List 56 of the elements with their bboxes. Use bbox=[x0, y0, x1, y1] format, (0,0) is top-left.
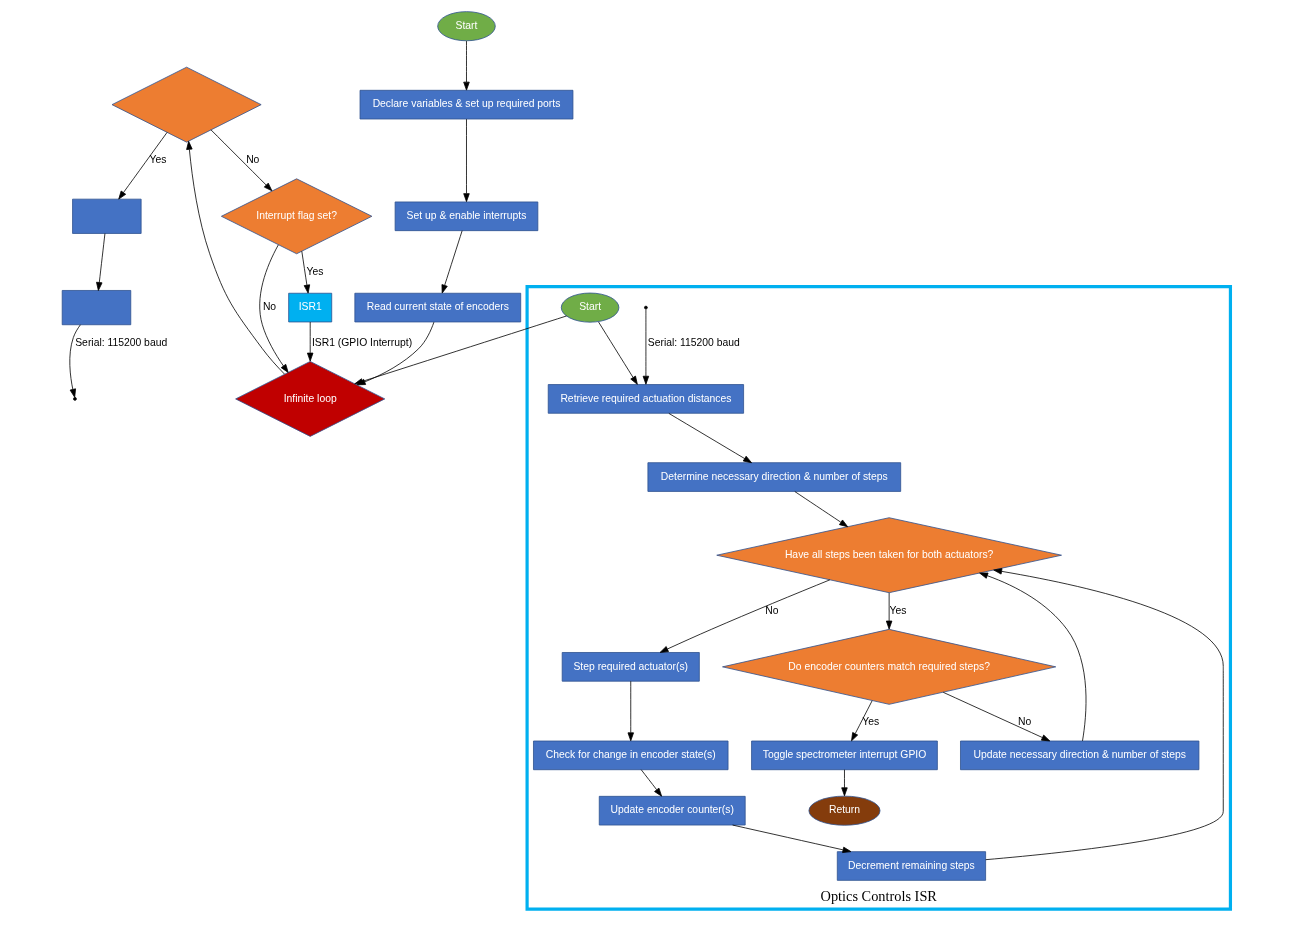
node-box bbox=[72, 198, 142, 234]
node-box: Update encoder counter(s) bbox=[598, 795, 746, 826]
arrow bbox=[659, 579, 831, 653]
node-box bbox=[61, 290, 132, 326]
edge-label: Serial: 115200 baud bbox=[647, 336, 740, 348]
arrow bbox=[841, 769, 848, 797]
arrow bbox=[885, 592, 893, 630]
node-diamond: Interrupt flag set? bbox=[221, 178, 373, 255]
node-ellipse: Start bbox=[560, 292, 620, 323]
edge-label: Serial: 115200 baud bbox=[75, 336, 168, 348]
edge-label: Yes bbox=[889, 604, 907, 616]
node-ellipse: Return bbox=[808, 795, 881, 826]
arrow bbox=[69, 324, 81, 398]
arrow bbox=[732, 824, 852, 853]
node-ellipse: Start bbox=[437, 11, 496, 42]
arrow bbox=[186, 140, 285, 375]
edge-label: Yes bbox=[149, 154, 167, 166]
arrow bbox=[627, 680, 634, 742]
node-box: Toggle spectrometer interrupt GPIO bbox=[751, 740, 938, 771]
arrow bbox=[794, 491, 848, 528]
arrow bbox=[463, 40, 470, 91]
node-box: ISR1 bbox=[288, 292, 333, 323]
node-diamond: Do encoder counters match required steps? bbox=[722, 628, 1057, 705]
edge-label: Yes bbox=[306, 265, 324, 277]
node-diamond bbox=[111, 66, 262, 143]
node-box: Retrieve required actuation distances bbox=[547, 384, 744, 414]
arrow bbox=[259, 244, 289, 373]
node-box: Step required actuator(s) bbox=[561, 652, 700, 682]
arrow bbox=[210, 129, 273, 192]
arrow bbox=[985, 568, 1224, 861]
arrow bbox=[942, 691, 1051, 742]
node-box: Check for change in encoder state(s) bbox=[533, 740, 729, 771]
node-box: Decrement remaining steps bbox=[836, 851, 986, 881]
edge-label: ISR1 (GPIO Interrupt) bbox=[311, 336, 413, 348]
arrow bbox=[668, 413, 752, 464]
arrow bbox=[979, 572, 1087, 742]
arrow bbox=[642, 309, 650, 385]
node-box: Update necessary direction & number of steps bbox=[960, 740, 1200, 771]
edge-label: No bbox=[765, 604, 779, 616]
arrow bbox=[307, 321, 314, 362]
node-box: Read current state of encoders bbox=[354, 292, 522, 323]
edge-label: No bbox=[246, 154, 260, 166]
node-box: Determine necessary direction & number of steps bbox=[647, 462, 902, 492]
node-box: Declare variables & set up required ports bbox=[359, 89, 574, 120]
arrow bbox=[301, 250, 311, 294]
edge-label: No bbox=[262, 301, 277, 313]
edge-label: No bbox=[1018, 716, 1032, 728]
arrow bbox=[118, 131, 168, 200]
arrow bbox=[598, 321, 638, 385]
arrow bbox=[96, 233, 106, 291]
node-box: Set up & enable interrupts bbox=[394, 201, 539, 232]
arrow bbox=[463, 118, 470, 202]
arrow bbox=[640, 769, 662, 797]
arrow bbox=[851, 700, 873, 742]
arrow bbox=[441, 230, 463, 294]
edge-label: Yes bbox=[862, 716, 880, 728]
